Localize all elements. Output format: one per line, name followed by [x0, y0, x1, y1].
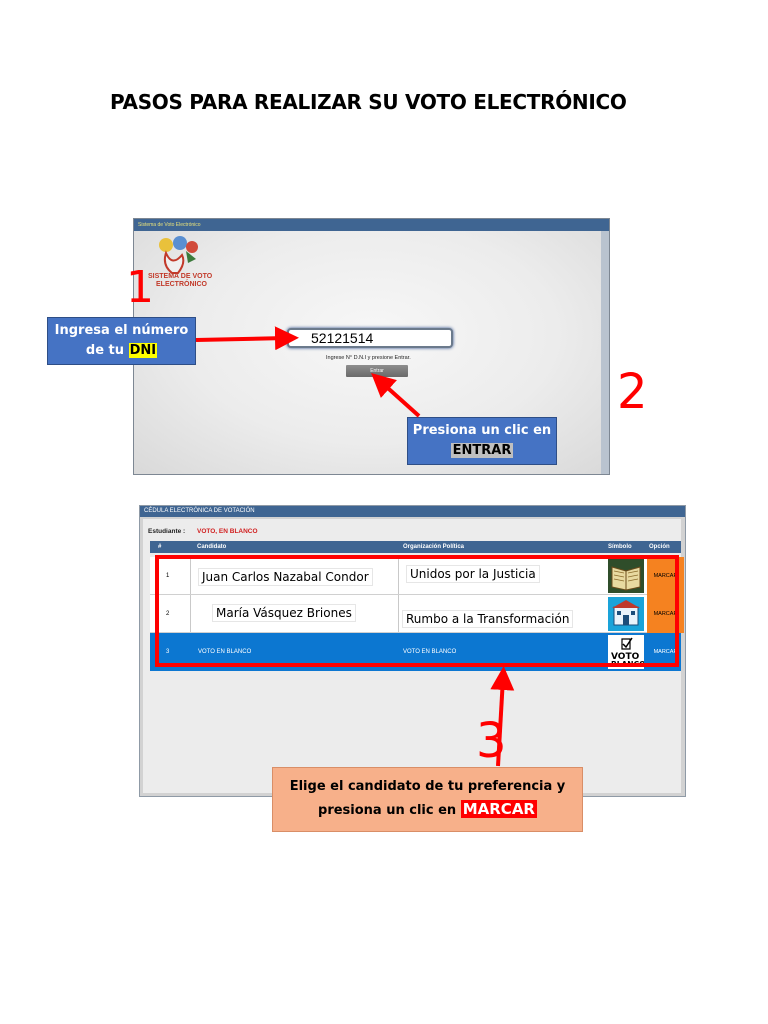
blank-vote-text-1: VOTO	[611, 652, 640, 662]
candidate-name: Juan Carlos Nazabal Condor	[198, 568, 373, 586]
header-candidate: Candidato	[197, 544, 227, 550]
candidate-name: VOTO EN BLANCO	[198, 649, 252, 655]
callout-choose-prefix: presiona un clic en	[318, 803, 461, 818]
callout-choose-line2: presiona un clic en MARCAR	[273, 798, 582, 822]
party-name: VOTO EN BLANCO	[403, 649, 457, 655]
dni-highlight: DNI	[128, 343, 158, 358]
marcar-button[interactable]: MARCAR	[653, 649, 678, 655]
student-label: Estudiante :	[148, 528, 186, 535]
login-window-title: Sistema de Voto Electrónico	[134, 219, 609, 231]
marcar-highlight: MARCAR	[460, 800, 537, 818]
dni-hint: Ingrese N° D.N.I y presione Entrar.	[326, 355, 411, 361]
dni-input[interactable]: 52121514	[287, 328, 453, 348]
callout-enter-line1: Presiona un clic en	[412, 423, 552, 438]
ballot-panel: Estudiante : VOTO, EN BLANCO # Candidato…	[143, 519, 684, 793]
header-party: Organización Política	[403, 544, 465, 550]
ballot-table-header: # Candidato Organización Política Símbol…	[150, 541, 681, 553]
header-option: Opción	[649, 544, 670, 550]
callout-choose-line1: Elige el candidato de tu preferencia y	[289, 779, 566, 794]
arrow-to-enter-button	[371, 372, 421, 418]
step-number-2: 2	[617, 364, 648, 420]
row-number: 2	[166, 611, 170, 617]
header-symbol: Símbolo	[608, 544, 632, 550]
login-sidebar	[601, 231, 609, 474]
document-title: PASOS PARA REALIZAR SU VOTO ELECTRÓNICO	[110, 90, 627, 114]
party-name: Unidos por la Justicia	[406, 565, 540, 583]
candidates-highlight-frame	[155, 555, 679, 667]
header-num: #	[158, 544, 162, 550]
party-name: Rumbo a la Transformación	[402, 610, 574, 628]
logo-text-line1: SISTEMA DE VOTO	[148, 273, 213, 280]
arrow-to-dni-input	[195, 326, 299, 351]
student-value: VOTO, EN BLANCO	[197, 528, 258, 535]
step-number-1: 1	[126, 262, 154, 313]
logo-text-line2: ELECTRÓNICO	[156, 281, 207, 288]
logo-text: SISTEMA DE VOTO ELECTRÓNICO	[148, 273, 212, 289]
table-row[interactable]: 2 María Vásquez Briones Rumbo a la Trans…	[150, 595, 684, 633]
arrow-to-candidates	[490, 666, 515, 767]
callout-dni-prefix: de tu	[85, 343, 129, 358]
callout-press-enter: Presiona un clic en ENTRAR	[407, 417, 557, 465]
ballot-screenshot: CÉDULA ELECTRÓNICA DE VOTACIÓN Estudiant…	[139, 505, 686, 797]
callout-dni-line2: de tu DNI	[48, 341, 195, 361]
voting-system-logo-icon	[159, 236, 198, 274]
callout-choose-candidate: Elige el candidato de tu preferencia y p…	[272, 767, 583, 832]
enter-highlight: ENTRAR	[450, 443, 514, 458]
callout-enter-dni: Ingresa el número de tu DNI	[47, 317, 196, 365]
book-icon	[608, 559, 644, 593]
table-row[interactable]: 1 Juan Carlos Nazabal Condor Unidos por …	[150, 557, 684, 595]
row-number: 3	[166, 649, 170, 655]
row-number: 1	[166, 573, 170, 579]
candidate-name: María Vásquez Briones	[212, 604, 356, 622]
school-icon	[608, 597, 644, 631]
ballot-window-title: CÉDULA ELECTRÓNICA DE VOTACIÓN	[140, 506, 685, 517]
callout-enter-line2: ENTRAR	[408, 441, 556, 461]
callout-dni-line1: Ingresa el número	[54, 323, 189, 338]
